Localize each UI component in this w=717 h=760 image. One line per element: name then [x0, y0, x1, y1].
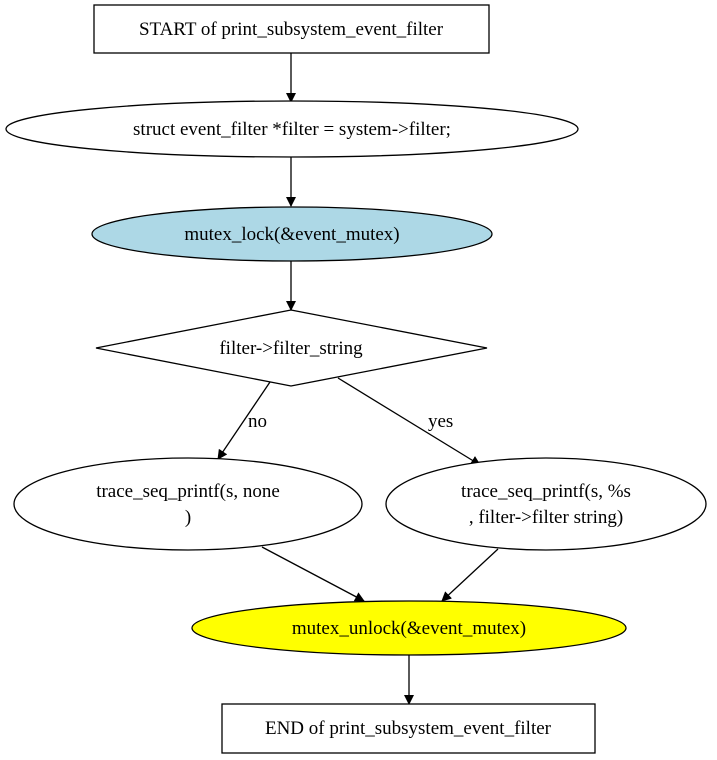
decision-node-label: filter->filter_string [219, 338, 363, 359]
start-node [93, 4, 490, 54]
edge-decision-yes [337, 377, 481, 466]
edge-label-yes: yes [428, 411, 453, 432]
print-string-node [385, 457, 707, 551]
assign-node-label: struct event_filter *filter = system->fi… [133, 119, 451, 140]
end-node-label: END of print_subsystem_event_filter [265, 718, 552, 739]
edge-label-no: no [248, 411, 267, 432]
start-node-label: START of print_subsystem_event_filter [139, 19, 444, 40]
print-none-line2: ) [185, 507, 191, 528]
assign-node [5, 100, 579, 158]
edge-none-to-unlock [261, 546, 365, 602]
lock-node-label: mutex_lock(&event_mutex) [184, 224, 399, 245]
print-string-line1: trace_seq_printf(s, %s [461, 481, 631, 502]
print-none-node [13, 457, 363, 551]
print-string-line2: , filter->filter string) [469, 507, 623, 528]
end-node [221, 703, 596, 754]
unlock-node [191, 600, 627, 656]
lock-node [91, 206, 493, 262]
decision-node [95, 309, 488, 387]
edge-string-to-unlock [441, 548, 499, 602]
unlock-node-label: mutex_unlock(&event_mutex) [292, 618, 526, 639]
edge-decision-no [217, 381, 271, 460]
print-none-line1: trace_seq_printf(s, none [96, 481, 280, 502]
